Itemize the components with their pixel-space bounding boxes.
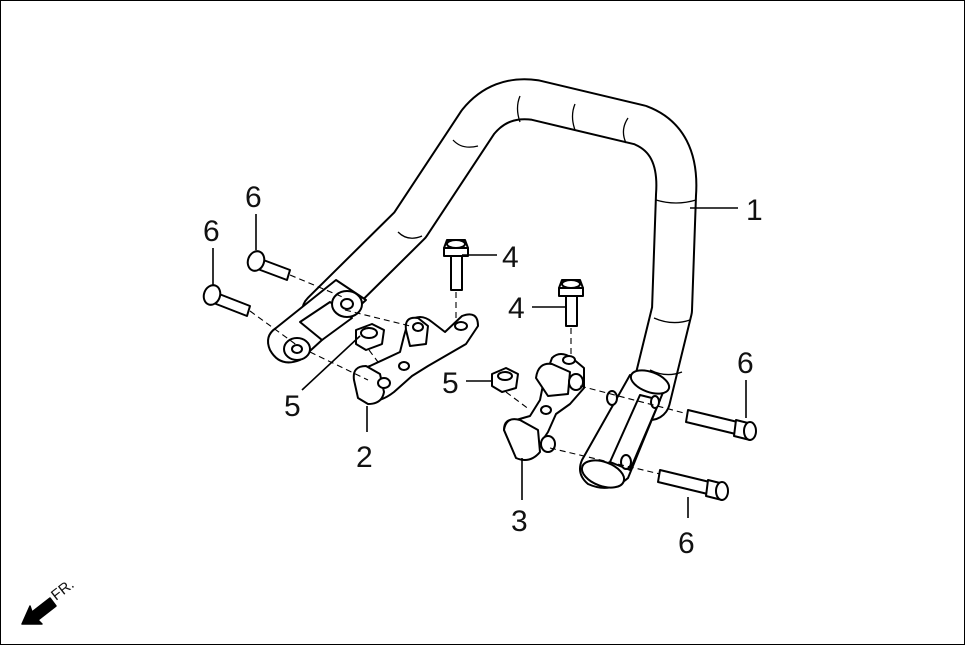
flange-bolt-a	[443, 239, 469, 291]
front-direction-indicator: FR.	[21, 576, 78, 625]
right-bracket	[503, 353, 585, 461]
leader-lines	[212, 207, 747, 518]
callout-6-upper-left: 6	[245, 181, 262, 214]
flange-nut-a	[355, 323, 385, 351]
grab-bar-tube	[267, 78, 698, 489]
callout-3: 3	[511, 505, 528, 538]
flange-nut-b	[491, 367, 519, 393]
left-bracket	[352, 313, 479, 405]
socket-bolt-upper-right	[685, 409, 757, 441]
callout-6-lower-left: 6	[203, 215, 220, 248]
callout-4-upper: 4	[502, 241, 519, 274]
callout-2: 2	[356, 441, 373, 474]
socket-bolt-lower-left	[202, 284, 251, 317]
callout-labels: 1 2 3 4 4 5 5 6 6 6 6	[203, 181, 763, 560]
front-label: FR.	[48, 576, 78, 604]
callout-5-left: 5	[284, 390, 301, 423]
front-arrow-icon	[21, 597, 57, 625]
callout-1: 1	[746, 194, 763, 227]
callout-6-lower-right: 6	[678, 527, 695, 560]
socket-bolt-upper-left	[246, 250, 291, 281]
callout-6-upper-right: 6	[737, 347, 754, 380]
assembly-lines	[249, 274, 689, 475]
callout-5-right: 5	[442, 367, 459, 400]
callout-4-lower: 4	[508, 292, 525, 325]
socket-bolt-lower-right	[657, 469, 729, 501]
flange-bolt-b	[558, 279, 584, 327]
